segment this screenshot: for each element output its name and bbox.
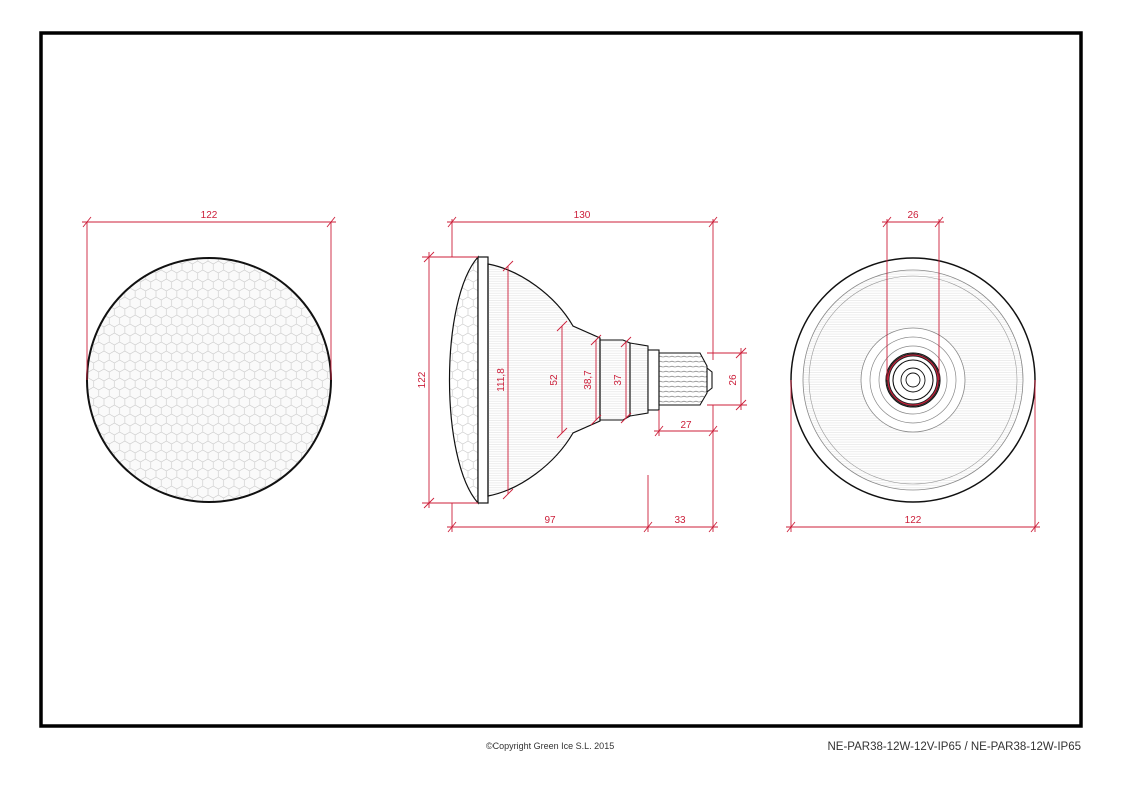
neck-dimension-37: 37 [613,374,624,386]
neck-dimension-38-7: 38,7 [583,370,594,390]
base-contact-outer [900,367,926,393]
front-view: 122 [82,210,336,503]
base-thread-outer [885,352,941,408]
side-dimensions [422,216,747,533]
lens-diameter-label: 111,8 [496,368,507,392]
collar [629,342,649,417]
back-width-label: 122 [905,515,922,526]
body-length-label: 97 [544,515,556,526]
lens-dome [448,255,479,505]
screw-base [658,352,708,406]
neck-dimension-52: 52 [549,374,560,386]
front-ring [477,256,489,504]
base-contact [706,367,713,393]
side-view: 130 122 111,8 52 38,7 37 26 27 97 33 [417,210,747,533]
back-base-label: 26 [907,210,919,221]
back-view [786,216,1040,533]
side-height-label: 122 [417,371,428,388]
reflector-ring [808,275,1018,485]
neck-ring-outer [860,327,966,433]
front-width-label: 122 [201,210,218,221]
lens-hex-pattern [87,258,331,502]
base-diameter-label: 26 [728,374,739,386]
base-contact-inner [905,372,921,388]
reflector-body [487,263,601,497]
side-length-label: 130 [574,210,591,221]
drawing-frame [39,31,1083,728]
neck-ring-mid [869,336,957,424]
neck-ring-inner [878,345,948,415]
base-thread-inner [892,359,934,401]
cap-length-label: 33 [674,515,686,526]
front-width-dimension [82,216,336,380]
back-dimensions [786,216,1040,533]
base-length-label: 27 [680,420,692,431]
copyright-text: ©Copyright Green Ice S.L. 2015 [486,741,615,751]
part-number: NE-PAR38-12W-12V-IP65 / NE-PAR38-12W-IP6… [827,741,1081,753]
base-insulator [647,349,660,411]
